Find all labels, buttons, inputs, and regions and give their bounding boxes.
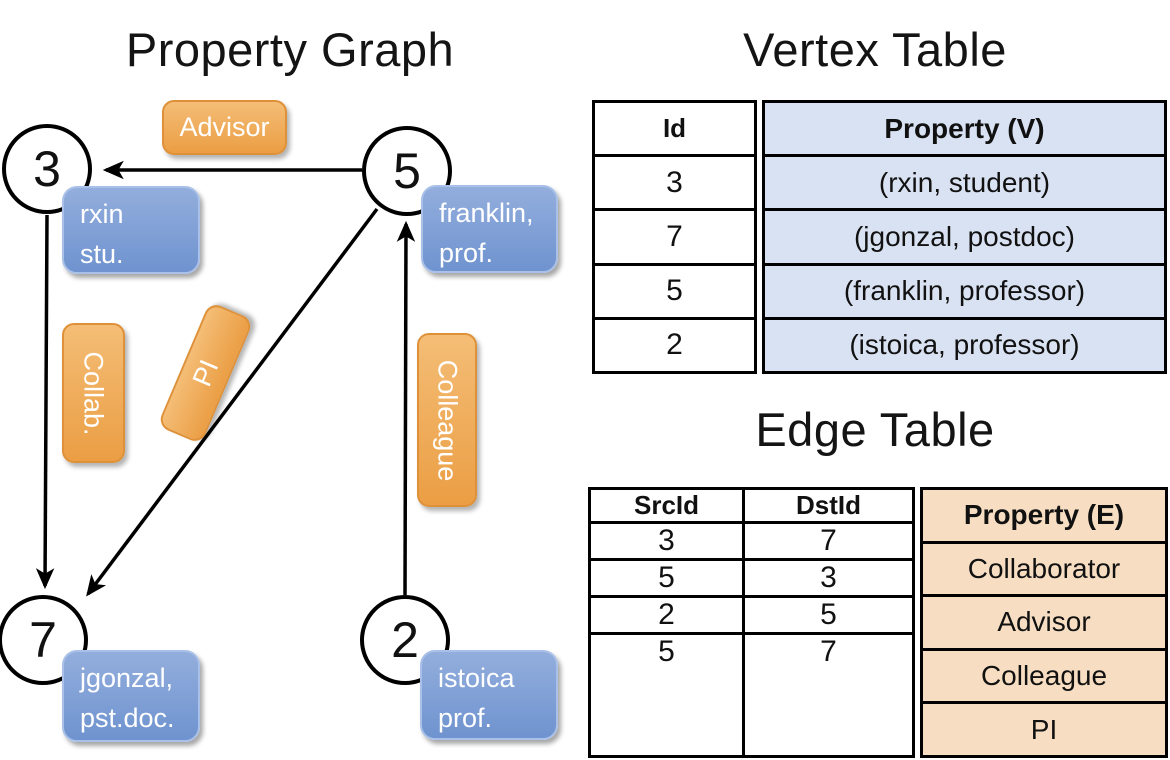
vertex-card-line: istoica [438,663,515,693]
vertex-card-line: pst.doc. [80,703,175,733]
edge-table-dstid-cell: 7 [745,524,912,561]
edge-table-id-columns: SrcId 3 5 2 5 DstId 7 3 5 7 [588,487,915,758]
vertex-card-line: prof. [438,703,493,733]
edge-label-advisor: Advisor [162,100,287,155]
vertex-table-property-cell: (istoica, professor) [849,329,1080,361]
graph-node-2: 2 [360,595,450,685]
edge-table-property-cell: Colleague [923,651,1165,705]
edge-table-dstid-cell: 7 [820,635,837,668]
vertex-table-id-cell: 7 [595,211,754,266]
vertex-table-id-header: Id [595,103,754,158]
vertex-table-property-column: Property (V) (rxin, student) (jgonzal, p… [762,100,1167,374]
edge-table-srcid-cell: 3 [591,524,742,561]
vertex-property-card-7: jgonzal, pst.doc. [62,650,200,742]
edge-table-title: Edge Table [755,403,995,456]
vertex-property-card-2: istoica prof. [420,650,558,740]
edge-table-dstid-column: DstId 7 3 5 7 [745,490,912,755]
vertex-card-line: prof. [439,238,494,268]
graph-node-5: 5 [362,126,452,216]
edge-label-colleague: Colleague [417,333,477,507]
edge-table-property-header: Property (E) [923,490,1165,544]
vertex-table-property-cell: (franklin, professor) [765,266,1164,320]
vertex-table-id-cell: 2 [666,328,683,362]
vertex-table-id-cell: 5 [595,266,754,320]
vertex-table-property-cell: (rxin, student) [765,157,1164,212]
vertex-table-property-header: Property (V) [765,103,1164,158]
edge-colleague-2-to-5 [396,220,416,596]
vertex-table-property-cell: (jgonzal, postdoc) [765,211,1164,266]
edge-collab-3-to-7 [35,214,55,590]
edge-table-dstid-header: DstId [745,490,912,524]
vertex-card-line: franklin, [439,198,534,228]
edge-table-srcid-cell: 5 [658,635,675,668]
property-graph-title: Property Graph [125,23,455,76]
vertex-property-card-3: rxin stu. [62,186,200,274]
vertex-table-title: Vertex Table [743,23,1007,76]
edge-table-srcid-column: SrcId 3 5 2 5 [591,490,745,755]
vertex-card-line: rxin [80,199,124,229]
graph-edges-layer [35,160,416,597]
edge-table-property-cell: Advisor [923,597,1165,651]
vertex-card-line: stu. [80,239,124,269]
edge-table-srcid-cell: 2 [591,598,742,635]
edge-table-property-cell: PI [1030,713,1058,745]
edge-table-dstid-cell: 5 [745,598,912,635]
vertex-table-id-column: Id 3 7 5 2 [592,100,757,374]
edge-label-colleague-text: Colleague [432,359,463,481]
edge-table-property-cell: Collaborator [923,544,1165,598]
edge-label-collab: Collab. [62,323,125,463]
vertex-table-id-cell: 3 [595,157,754,212]
edge-label-collab-text: Collab. [79,350,110,436]
edge-table-dstid-cell: 3 [745,561,912,598]
edge-table-srcid-header: SrcId [591,490,742,524]
edge-pi-5-to-7 [86,207,379,597]
vertex-card-line: jgonzal, [80,663,174,693]
edge-table-property-column: Property (E) Collaborator Advisor Collea… [920,487,1168,758]
edge-table-srcid-cell: 5 [591,561,742,598]
vertex-property-card-5: franklin, prof. [421,185,558,273]
